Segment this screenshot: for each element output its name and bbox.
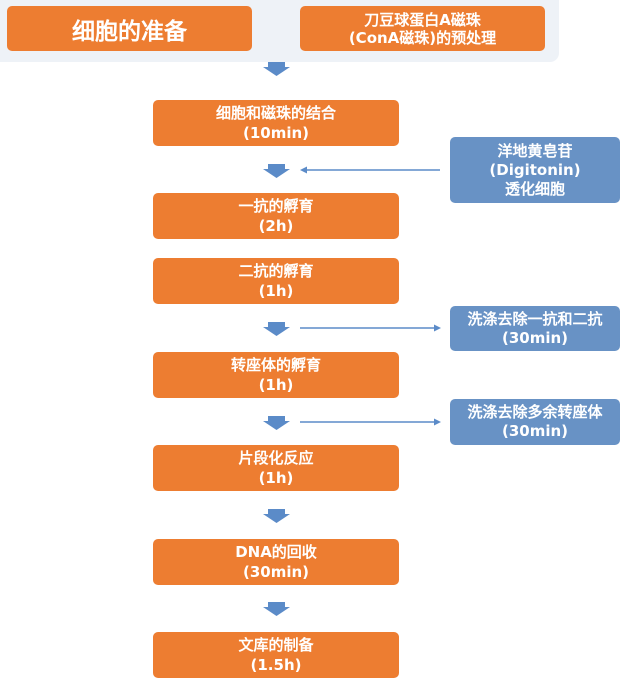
cona-beads-pretreatment-box: 刀豆球蛋白A磁珠 (ConA磁珠)的预处理 bbox=[300, 6, 545, 51]
down-arrow-icon bbox=[263, 416, 290, 430]
side-step-line: 洋地黄皂苷 bbox=[497, 141, 573, 160]
step-duration: (1h) bbox=[258, 282, 294, 300]
down-arrow-icon bbox=[263, 602, 290, 616]
step-title: 文库的制备 bbox=[238, 636, 314, 654]
cell-preparation-label: 细胞的准备 bbox=[72, 18, 187, 45]
step-title: 一抗的孵育 bbox=[238, 197, 314, 215]
arrow-left-icon bbox=[300, 166, 307, 174]
side-step-line: 透化细胞 bbox=[504, 179, 565, 198]
step-dna-recovery: DNA的回收 (30min) bbox=[153, 539, 399, 585]
step-duration: (10min) bbox=[242, 124, 310, 142]
step-library-preparation: 文库的制备 (1.5h) bbox=[153, 632, 399, 678]
step-duration: (1h) bbox=[258, 469, 294, 487]
step-title: 细胞和磁珠的结合 bbox=[215, 104, 336, 122]
cell-preparation-box: 细胞的准备 bbox=[7, 6, 252, 51]
step-primary-antibody: 一抗的孵育 (2h) bbox=[153, 193, 399, 239]
side-step-line: (30min) bbox=[501, 328, 569, 347]
arrow-right-icon bbox=[434, 418, 441, 426]
down-arrow-icon bbox=[263, 509, 290, 523]
step-duration: (1h) bbox=[258, 376, 294, 394]
side-step-wash-transposome: 洗涤去除多余转座体 (30min) bbox=[450, 399, 620, 445]
side-step-line: (Digitonin) bbox=[489, 160, 581, 179]
connector-to-wash-antibodies bbox=[300, 324, 441, 332]
down-arrow-icon bbox=[263, 322, 290, 336]
step-title: 二抗的孵育 bbox=[238, 262, 314, 280]
step-cell-bead-binding: 细胞和磁珠的结合 (10min) bbox=[153, 100, 399, 146]
step-title: DNA的回收 bbox=[235, 543, 317, 561]
step-transposome-incubation: 转座体的孵育 (1h) bbox=[153, 352, 399, 398]
cona-beads-label-line1: 刀豆球蛋白A磁珠 bbox=[364, 10, 481, 29]
down-arrow-icon bbox=[263, 62, 290, 76]
step-title: 转座体的孵育 bbox=[230, 356, 321, 374]
connector-digitonin-into-flow bbox=[300, 166, 440, 174]
arrow-right-icon bbox=[434, 324, 441, 332]
side-step-wash-antibodies: 洗涤去除一抗和二抗 (30min) bbox=[450, 306, 620, 351]
step-secondary-antibody: 二抗的孵育 (1h) bbox=[153, 258, 399, 304]
step-duration: (30min) bbox=[242, 563, 310, 581]
down-arrow-icon bbox=[263, 164, 290, 178]
step-duration: (1.5h) bbox=[250, 656, 302, 674]
cona-beads-label-line2: (ConA磁珠)的预处理 bbox=[348, 28, 497, 47]
side-step-line: 洗涤去除多余转座体 bbox=[467, 403, 603, 421]
step-duration: (2h) bbox=[258, 217, 294, 235]
side-step-digitonin-permeabilization: 洋地黄皂苷 (Digitonin) 透化细胞 bbox=[450, 137, 620, 203]
side-step-line: 洗涤去除一抗和二抗 bbox=[467, 309, 603, 328]
step-title: 片段化反应 bbox=[238, 449, 314, 467]
connector-to-wash-transposome bbox=[300, 418, 441, 426]
step-fragmentation: 片段化反应 (1h) bbox=[153, 445, 399, 491]
side-step-line: (30min) bbox=[501, 422, 569, 440]
